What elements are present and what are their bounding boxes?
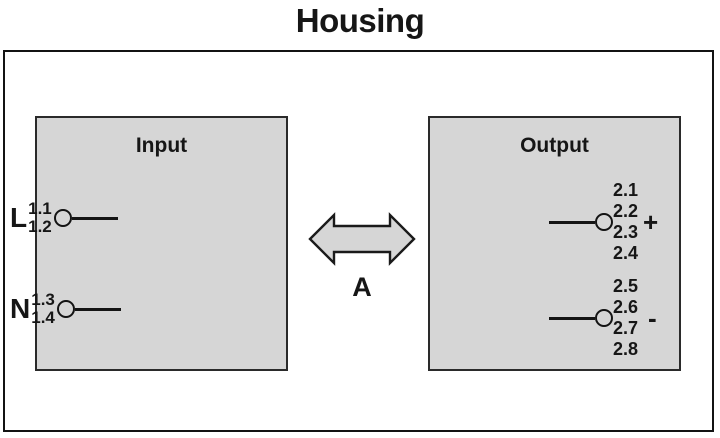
input-terminal-l-phase-label: L	[10, 202, 28, 233]
output-terminal-positive-numbers: 2.1 2.2 2.3 2.4	[613, 180, 638, 264]
page-title: Housing	[295, 2, 425, 39]
polarity-plus-label: +	[643, 207, 659, 237]
terminal-number: 2.5	[613, 276, 639, 296]
input-block: Input	[35, 116, 288, 371]
isolation-arrow	[308, 210, 416, 268]
terminal-circle-icon	[595, 309, 613, 327]
terminal-number: 1.3	[31, 290, 55, 309]
terminal-lead-line	[549, 220, 595, 224]
terminal-number: 2.8	[613, 339, 639, 359]
terminal-number: 2.3	[613, 222, 639, 242]
output-terminal-positive: 2.1 2.2 2.3 2.4 +	[549, 180, 661, 264]
terminal-number: 1.2	[28, 217, 52, 236]
terminal-circle-icon	[53, 209, 72, 227]
output-terminal-negative-numbers: 2.5 2.6 2.7 2.8	[613, 276, 638, 360]
output-block: Output	[428, 116, 681, 371]
output-block-heading: Output	[520, 134, 589, 157]
terminal-lead-line	[71, 216, 118, 220]
terminal-number: 2.2	[613, 201, 639, 221]
terminal-number: 2.7	[613, 318, 639, 338]
terminal-lead-line	[549, 316, 595, 320]
input-terminal-l: L 1.1 1.2	[10, 196, 118, 240]
input-terminal-n-numbers: 1.3 1.4	[31, 291, 55, 327]
terminal-number: 1.1	[28, 199, 52, 218]
terminal-number: 2.4	[613, 243, 639, 263]
input-terminal-n-phase-label: N	[10, 293, 31, 324]
input-terminal-n: N 1.3 1.4	[10, 287, 121, 331]
terminal-circle-icon	[56, 300, 75, 318]
terminal-lead-line	[74, 307, 121, 311]
input-block-heading: Input	[135, 134, 188, 157]
output-terminal-negative: 2.5 2.6 2.7 2.8 -	[549, 276, 666, 360]
terminal-number: 1.4	[31, 308, 55, 327]
isolation-arrow-label: A	[352, 272, 372, 302]
terminal-circle-icon	[595, 213, 613, 231]
terminal-number: 2.6	[613, 297, 639, 317]
double-headed-arrow-icon	[308, 212, 416, 266]
terminal-number: 2.1	[613, 180, 639, 200]
polarity-minus-label: -	[648, 303, 657, 333]
input-terminal-l-numbers: 1.1 1.2	[28, 200, 52, 236]
